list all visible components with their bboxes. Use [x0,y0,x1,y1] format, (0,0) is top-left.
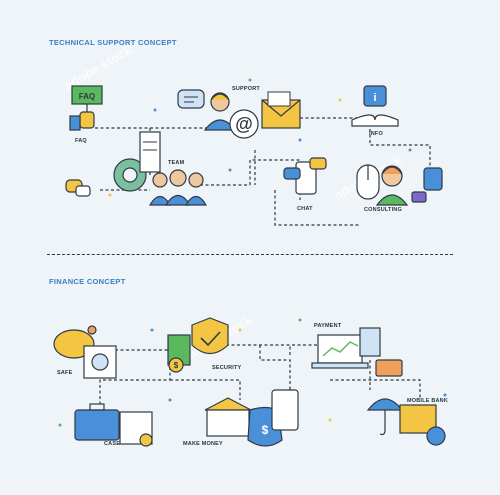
briefcase-icon [74,403,120,441]
safe-icon [83,345,117,379]
speech-bubble-icon [177,89,205,109]
at-sign-glyph: @ [235,114,253,134]
label-team: TEAM [168,160,185,166]
label-chat: CHAT [297,206,313,212]
laptop-chart-icon [311,334,369,369]
faq-badge-text: FAQ [79,92,95,101]
money-bag-dollar-glyph: $ [262,423,269,437]
chat-phone-icon [283,157,327,195]
label-support: SUPPORT [232,86,260,92]
at-sign-icon [229,109,259,139]
label-case: CASE [104,441,121,447]
money-stack-icon [167,334,191,373]
label-consulting: CONSULTING [364,207,402,213]
gear-icon [113,158,147,192]
bank-building-icon [204,397,252,437]
envelope-icon [261,91,301,129]
label-security: SECURITY [212,365,242,371]
calculator-icon [359,327,381,357]
team-people-icon [148,169,208,206]
label-faq: FAQ [75,138,87,144]
chart-window-icon [399,404,446,446]
mouse-icon [356,164,380,200]
section-title-finance: FINANCE CONCEPT [49,277,126,286]
section-divider [47,254,453,255]
certificate-icon [119,411,153,447]
section-title-technical-support: TECHNICAL SUPPORT CONCEPT [49,38,177,47]
coin-dollar-glyph: $ [174,361,179,370]
shield-icon [191,317,229,355]
chat-bubbles-left-icon [65,179,91,197]
faq-icon [69,85,103,131]
label-safe: SAFE [57,370,73,376]
umbrella-icon [366,398,404,436]
decorative-dots-bottom [58,318,447,427]
credit-card-icon [375,359,403,377]
label-info: INFO [369,131,383,137]
phone-dollar-icon [271,389,299,431]
consulting-operator-icon [375,165,443,206]
info-book-icon [351,85,399,127]
decorative-dots-top [108,78,412,197]
label-payment: PAYMENT [314,323,342,329]
label-make-money: MAKE MONEY [183,441,223,447]
server-icon [139,131,161,173]
info-mark-glyph: i [373,92,376,104]
label-mobile-bank: MOBILE BANK [407,398,449,404]
